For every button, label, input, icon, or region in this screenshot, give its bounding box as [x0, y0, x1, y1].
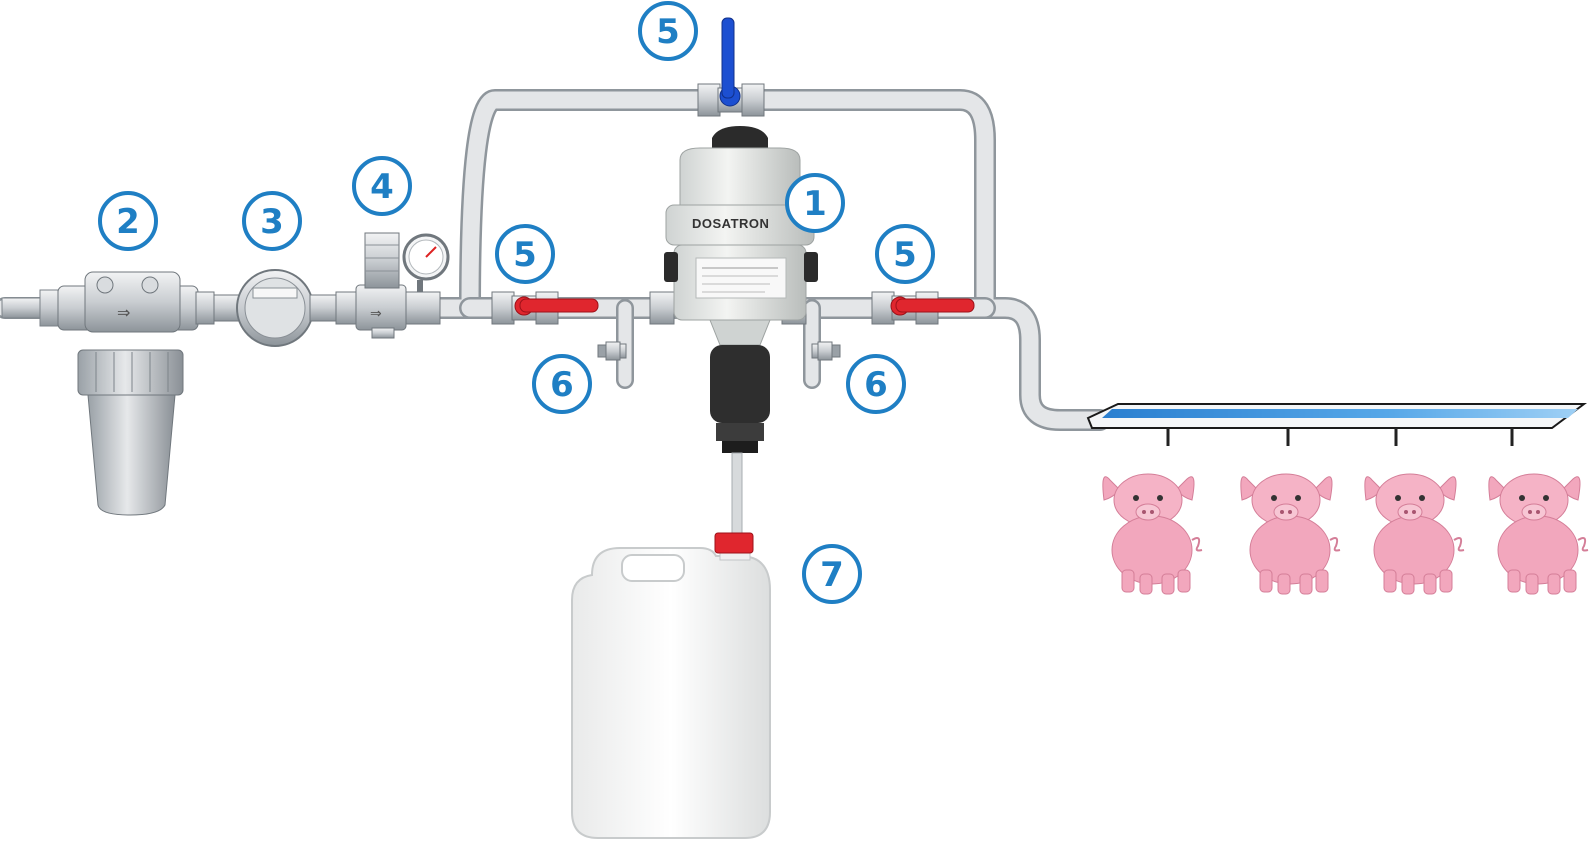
callout-label: 7 — [820, 555, 844, 595]
filter-icon: ⇒ — [57, 271, 215, 516]
pressure-regulator-icon: ⇒ — [335, 232, 441, 339]
drain-valve-icon — [597, 341, 627, 361]
pig-icon — [1487, 473, 1589, 595]
canister-icon — [571, 532, 771, 839]
callout-2: 2 — [98, 191, 158, 251]
callout-label: 5 — [656, 12, 680, 52]
callout-label: 6 — [864, 365, 888, 405]
dosatron-brand-label: DOSATRON — [692, 216, 769, 231]
gauge-icon — [402, 233, 450, 281]
callout-3: 3 — [242, 191, 302, 251]
ball-valve-icon — [697, 17, 765, 117]
callout-label: 6 — [550, 365, 574, 405]
callout-6-left: 6 — [532, 354, 592, 414]
svg-text:⇒: ⇒ — [117, 303, 130, 322]
callout-6-right: 6 — [846, 354, 906, 414]
callout-label: 4 — [370, 167, 394, 207]
pig-icon — [1102, 473, 1203, 595]
pig-icon — [1239, 473, 1341, 595]
water-meter-icon — [213, 269, 337, 347]
callout-5-top: 5 — [638, 1, 698, 61]
svg-text:⇒: ⇒ — [370, 306, 382, 322]
callout-5-right: 5 — [875, 224, 935, 284]
callout-1: 1 — [785, 173, 845, 233]
drain-valve-icon — [811, 341, 841, 361]
ball-valve-icon — [491, 291, 599, 325]
callout-label: 5 — [513, 235, 537, 275]
callout-label: 5 — [893, 235, 917, 275]
callout-label: 3 — [260, 202, 284, 242]
dosing-pump-icon — [649, 126, 818, 453]
callout-4: 4 — [352, 156, 412, 216]
callout-label: 2 — [116, 202, 140, 242]
callout-7: 7 — [802, 544, 862, 604]
inlet-pipe — [1, 289, 59, 327]
pig-icon — [1363, 473, 1465, 595]
callout-5-left: 5 — [495, 224, 555, 284]
trough-icon — [1086, 403, 1587, 446]
ball-valve-icon — [871, 291, 975, 325]
callout-label: 1 — [803, 184, 827, 224]
